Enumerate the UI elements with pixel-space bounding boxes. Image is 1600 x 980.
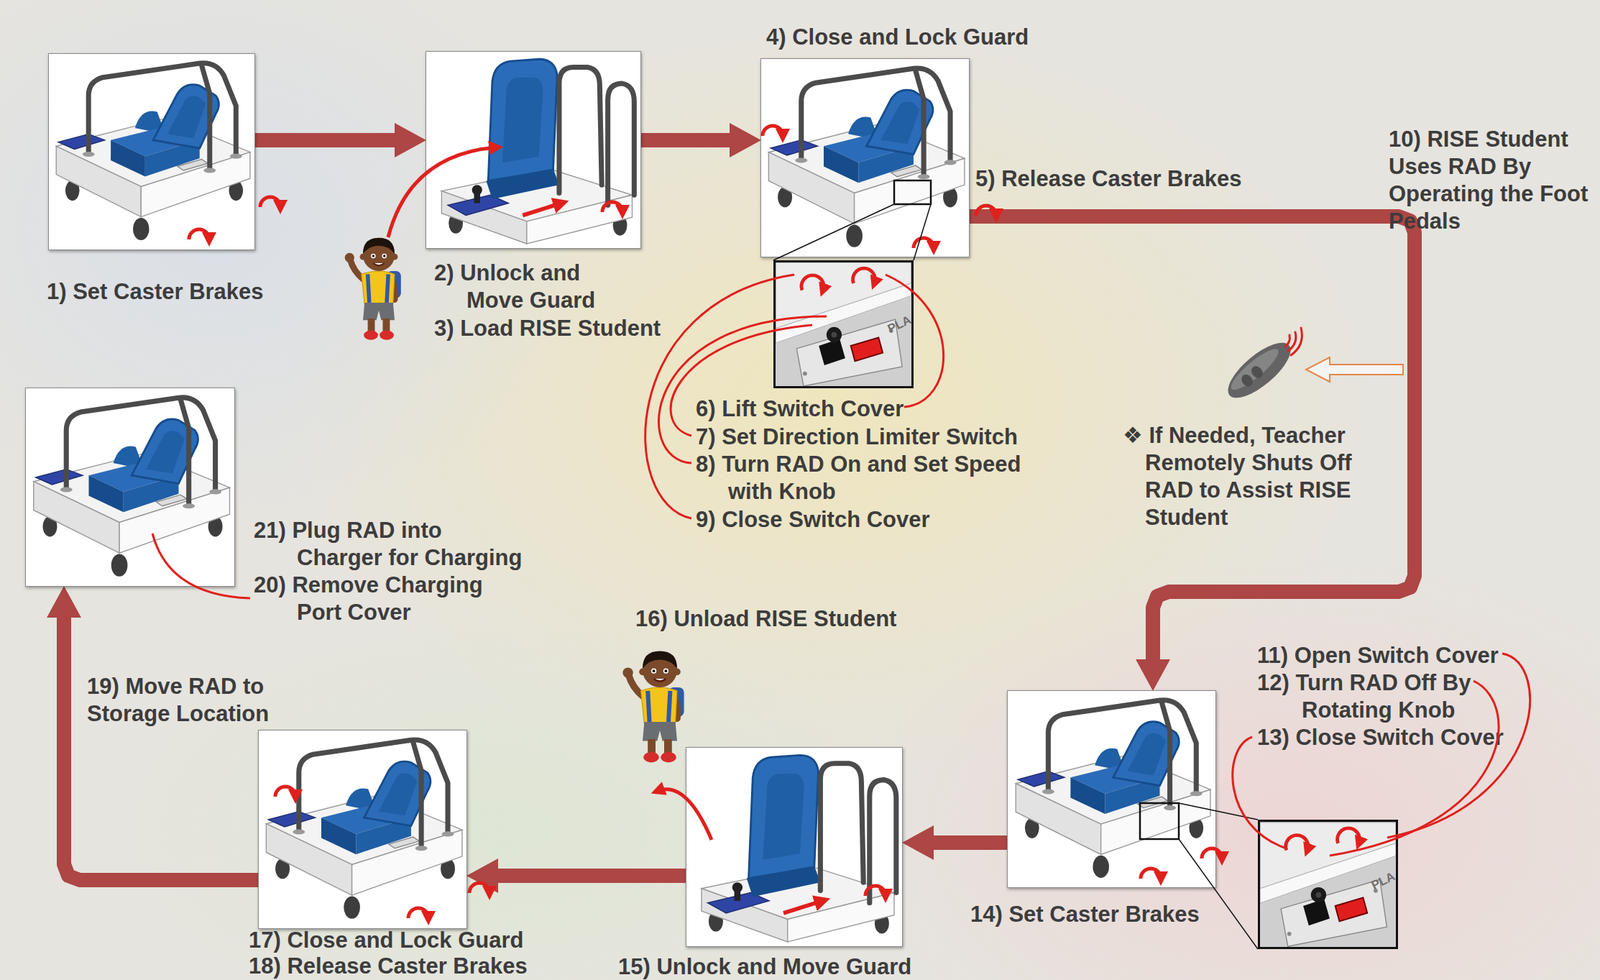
hollow-arrow — [1306, 357, 1404, 382]
signal-wave — [1288, 332, 1296, 351]
step-panel: 1) Set Caster Brakes — [48, 53, 256, 251]
switch-closeup — [775, 262, 911, 386]
step-text: 8) Turn RAD On and Set Speed with Knob — [695, 450, 1041, 506]
leader-line — [1387, 653, 1531, 838]
zoom-square — [1139, 802, 1179, 839]
remote-button — [1239, 372, 1255, 389]
step-text: 18) Release Caster Brakes — [248, 952, 528, 980]
step-text: 12) Turn RAD Off By Rotating Knob — [1257, 669, 1502, 724]
brake-arrow — [260, 196, 281, 208]
cart-illustration — [56, 63, 251, 241]
step-text: 11) Open Switch Cover — [1257, 641, 1499, 670]
step-text: 6) Lift Switch Cover — [695, 395, 904, 423]
step-panel: 17) Close and Lock Guard18) Release Cast… — [258, 729, 468, 929]
cart-illustration — [1015, 700, 1211, 878]
note-text: ❖ If Needed, Teacher Remotely Shuts Off … — [1122, 421, 1368, 532]
zoom-line — [1178, 838, 1258, 949]
step-text: 10) RISE Student Uses RAD By Operating t… — [1388, 125, 1598, 236]
brake-arrow — [913, 237, 934, 248]
zoom-line — [1178, 802, 1258, 820]
step-panel: 16) Unload RISE Student15) Unlock and Mo… — [685, 746, 903, 947]
cart-illustration — [768, 68, 965, 248]
step-text: 20) Remove Charging Port Cover — [253, 571, 529, 627]
step-text: 3) Load RISE Student — [434, 314, 661, 343]
background-blur — [100, 610, 906, 980]
brake-arrow — [189, 229, 210, 240]
step-text: 1) Set Caster Brakes — [46, 278, 264, 306]
student-figure — [622, 651, 684, 763]
flow-arrow — [641, 132, 761, 148]
brake-arrow — [976, 205, 997, 216]
brake-arrow — [408, 907, 429, 918]
step-text: 21) Plug RAD into Charger for Charging — [253, 516, 529, 572]
step-text: 2) Unlock and Move Guard — [434, 259, 622, 315]
flow-arrow — [969, 216, 1415, 691]
flow-arrow — [255, 132, 426, 148]
step-text: 13) Close Switch Cover — [1257, 723, 1504, 752]
remote-button — [1249, 363, 1266, 381]
remote-fob — [1219, 333, 1299, 407]
zoom-square — [894, 180, 931, 205]
step-panel: 21) Plug RAD into Charger for Charging20… — [25, 387, 236, 587]
leader-line — [885, 274, 944, 407]
step-text: 9) Close Switch Cover — [695, 506, 931, 534]
leader-line — [645, 274, 795, 519]
background-blur — [848, 553, 1600, 980]
step-text: 14) Set Caster Brakes — [970, 900, 1200, 928]
brake-arrow — [602, 201, 623, 213]
step-text: 4) Close and Lock Guard — [766, 23, 1029, 52]
zoom-inset: 6) Lift Switch Cover7) Set Direction Lim… — [773, 260, 914, 389]
switch-closeup — [1260, 822, 1396, 947]
brake-arrow — [762, 125, 783, 136]
step-panel: 14) Set Caster Brakes — [1007, 690, 1217, 888]
step-text: 7) Set Direction Limiter Switch — [695, 423, 1018, 451]
leader-lines — [152, 274, 1531, 856]
brake-arrows — [189, 125, 1222, 918]
signal-wave — [1290, 327, 1302, 356]
cart-illustration — [33, 397, 231, 577]
step-text: 15) Unlock and Move Guard — [618, 953, 912, 980]
flow-arrow — [467, 868, 686, 883]
step-text: 5) Release Caster Brakes — [975, 165, 1243, 193]
brake-arrow — [275, 786, 296, 797]
leader-line — [152, 533, 251, 599]
student-figure — [345, 237, 402, 340]
step-panel: 2) Unlock and Move Guard3) Load RISE Stu… — [425, 51, 642, 249]
zoom-marks — [773, 180, 1258, 949]
step-text: 16) Unload RISE Student — [635, 605, 897, 633]
step-text: 17) Close and Lock Guard — [248, 926, 524, 954]
remote-highlight — [1226, 343, 1283, 395]
leader-line — [670, 324, 813, 436]
zoom-line — [913, 204, 931, 261]
load-arrow — [388, 147, 496, 238]
zoom-inset: 11) Open Switch Cover12) Turn RAD Off By… — [1257, 819, 1399, 949]
leader-line — [658, 316, 827, 463]
flow-arrow — [63, 586, 259, 880]
zoom-line — [773, 204, 895, 261]
brake-arrow — [469, 882, 490, 893]
step-panel: 4) Close and Lock Guard5) Release Caster… — [760, 58, 970, 258]
step-text: 19) Move RAD to Storage Location — [86, 672, 303, 728]
brake-arrow — [1140, 868, 1161, 879]
brake-arrow — [1201, 848, 1222, 859]
unload-arrow — [657, 789, 712, 840]
leader-line — [1232, 736, 1287, 849]
signal-waves — [1285, 327, 1302, 356]
cart-illustration — [441, 58, 634, 244]
cart-illustration — [701, 754, 897, 941]
remote-body — [1219, 333, 1299, 407]
leader-line — [1329, 680, 1499, 856]
cart-illustration — [265, 739, 463, 919]
brake-arrow — [865, 885, 886, 896]
flow-arrow — [902, 835, 1008, 850]
signal-wave — [1285, 334, 1290, 347]
